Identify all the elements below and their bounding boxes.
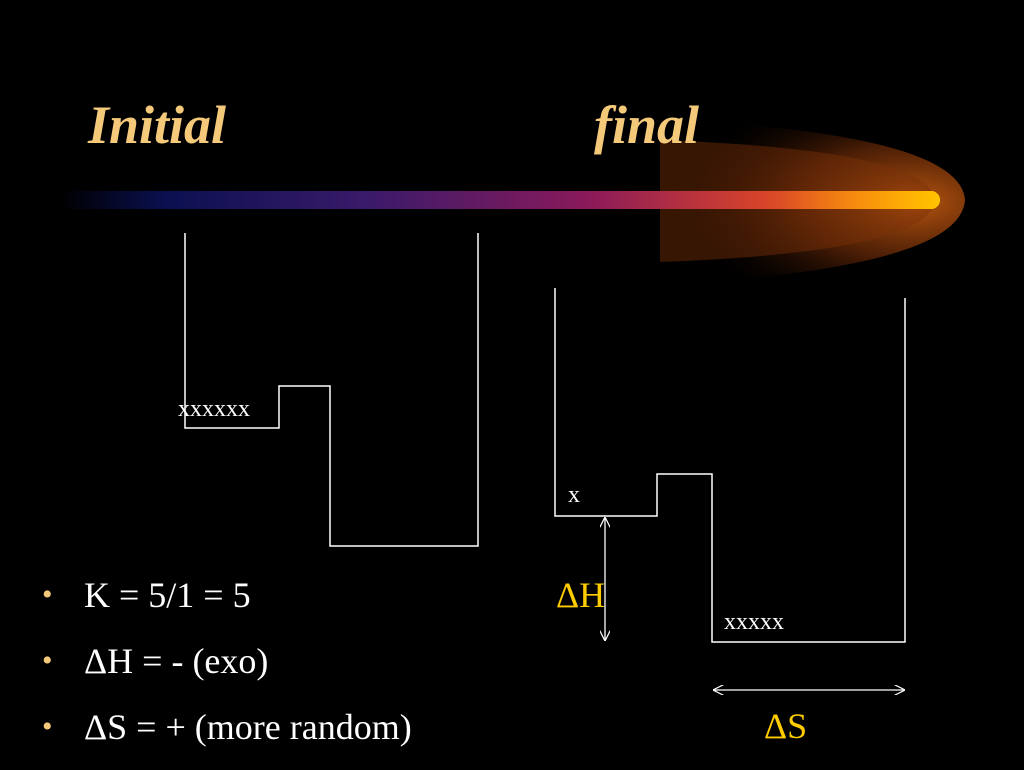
initial-particles-label: xxxxxx — [178, 396, 250, 422]
initial-well-outline — [184, 233, 479, 547]
bullet-text-delta-h: ΔH = - (exo) — [84, 641, 269, 681]
final-left-particles-label: x — [568, 482, 580, 508]
delta-h-label: ΔH — [556, 575, 605, 615]
bullet-text-equilibrium-constant: K = 5/1 = 5 — [84, 575, 251, 615]
title-initial: Initial — [88, 95, 227, 155]
title-final: final — [594, 95, 700, 155]
bullet-item: • ΔH = - (exo) — [42, 638, 412, 704]
bullet-item: • ΔS = + (more random) — [42, 704, 412, 770]
bullet-dot-icon: • — [42, 578, 53, 611]
bullet-list: • K = 5/1 = 5 • ΔH = - (exo) • ΔS = + (more… — [42, 572, 412, 770]
bullet-text-delta-s: ΔS = + (more random) — [84, 707, 412, 747]
final-well-outline — [554, 288, 906, 643]
bullet-dot-icon: • — [42, 710, 53, 743]
final-right-particles-label: xxxxx — [724, 609, 784, 635]
bullet-dot-icon: • — [42, 644, 53, 677]
bullet-item: • K = 5/1 = 5 — [42, 572, 412, 638]
delta-s-label: ΔS — [764, 706, 807, 746]
